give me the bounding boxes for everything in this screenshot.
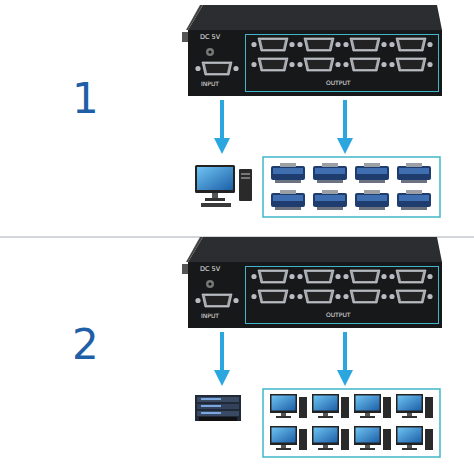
panel-label: OUTPUT	[326, 80, 350, 86]
callout-number: 1	[72, 78, 99, 120]
device-panel: DC 5V INPUT OUTPUT	[188, 262, 442, 328]
panel-label: INPUT	[201, 313, 219, 319]
panel-label: INPUT	[201, 81, 219, 87]
device-panel: DC 5V INPUT OUTPUT	[188, 30, 442, 96]
arrows	[222, 100, 345, 378]
serial-devices	[271, 163, 431, 210]
computer	[195, 165, 252, 207]
computers	[270, 394, 433, 450]
device-group	[263, 389, 440, 457]
panel-label: DC 5V	[200, 266, 220, 273]
output-bay: OUTPUT	[245, 266, 439, 324]
panel-label: OUTPUT	[326, 312, 350, 318]
output-bay: OUTPUT	[245, 34, 439, 92]
device-group	[263, 157, 440, 217]
callout-number: 2	[72, 324, 99, 366]
panel-label: DC 5V	[200, 34, 220, 41]
server-rack	[195, 395, 241, 421]
